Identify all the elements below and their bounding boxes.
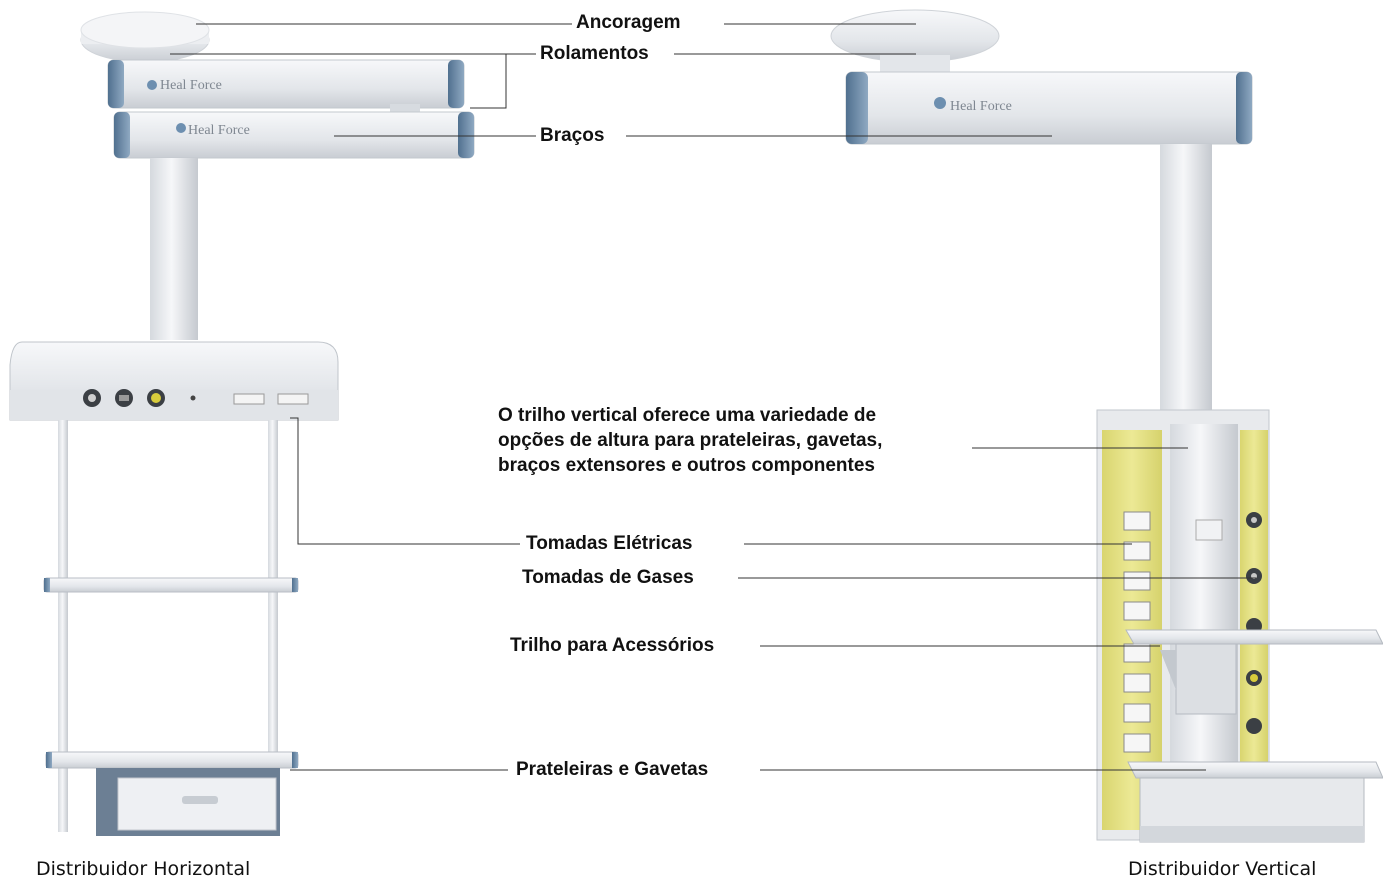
vertical-pendant: Heal Force xyxy=(830,9,1383,843)
right-bottom-shelf-drawer xyxy=(1127,761,1383,843)
right-gas-outlets xyxy=(1246,512,1262,734)
label-shelves-drawers: Prateleiras e Gavetas xyxy=(512,759,713,781)
label-arms: Braços xyxy=(536,125,609,147)
right-arm: Heal Force xyxy=(845,71,1253,145)
label-bearings: Rolamentos xyxy=(536,43,653,65)
label-electrical-outlets: Tomadas Elétricas xyxy=(522,533,697,555)
caption-vertical-distributor: Distribuidor Vertical xyxy=(1128,858,1317,880)
horizontal-pendant: Heal Force Heal Force xyxy=(9,11,475,836)
svg-text:Heal Force: Heal Force xyxy=(188,123,250,138)
vertical-rail-description: O trilho vertical oferece uma variedade … xyxy=(498,403,882,478)
description-line-2: opções de altura para prateleiras, gavet… xyxy=(498,430,883,451)
left-column xyxy=(150,158,198,340)
label-accessory-rail: Trilho para Acessórios xyxy=(506,635,719,657)
leader-lines xyxy=(170,23,1256,771)
label-anchorage: Ancoragem xyxy=(572,12,685,34)
right-accessory-shelf xyxy=(1125,629,1383,715)
description-line-1: O trilho vertical oferece uma variedade … xyxy=(498,405,877,426)
right-column xyxy=(1160,144,1212,412)
caption-horizontal-distributor: Distribuidor Horizontal xyxy=(36,858,251,880)
left-bottom-shelf-drawer xyxy=(45,751,299,836)
right-electrical-sockets xyxy=(1123,511,1151,753)
left-lower-arm: Heal Force xyxy=(113,111,475,159)
description-line-3: braços extensores e outros componentes xyxy=(498,455,875,476)
svg-text:Heal Force: Heal Force xyxy=(950,99,1012,114)
svg-text:Heal Force: Heal Force xyxy=(160,78,222,93)
left-middle-shelf xyxy=(43,577,299,593)
left-head-unit xyxy=(9,341,339,421)
label-gas-outlets: Tomadas de Gases xyxy=(518,567,698,589)
left-upper-arm: Heal Force xyxy=(107,59,465,109)
